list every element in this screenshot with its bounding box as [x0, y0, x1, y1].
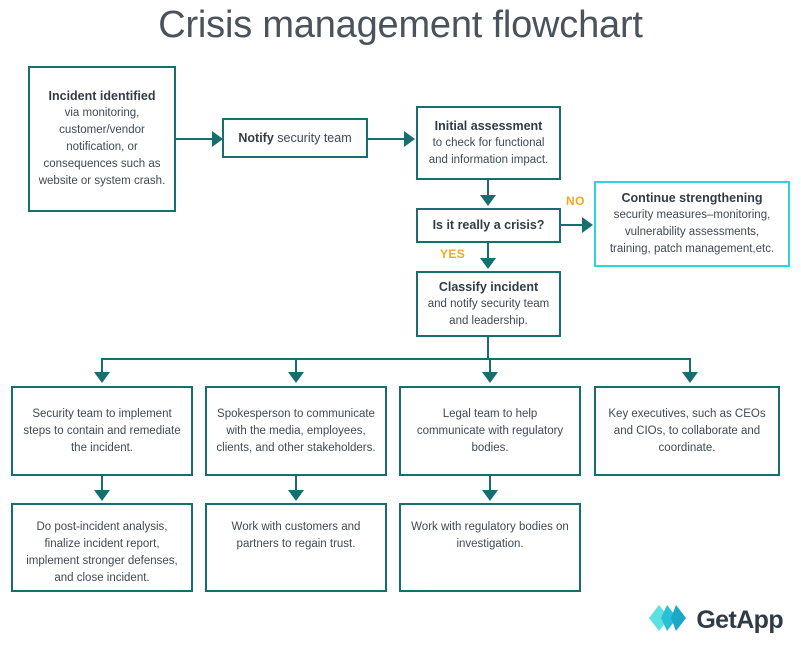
- node-row3-security-team[interactable]: Security team to implement steps to cont…: [11, 386, 193, 476]
- page-title: Crisis management flowchart: [158, 4, 643, 46]
- node-row3-security-team-label: Security team to implement steps to cont…: [23, 407, 181, 454]
- node-notify-security-team[interactable]: Notify security team: [222, 118, 368, 158]
- branch-label-yes: YES: [440, 247, 466, 261]
- node-incident-identified[interactable]: Incident identified via monitoring, cust…: [28, 66, 176, 212]
- connector-row3-to-row4-3: [489, 476, 491, 492]
- node-decision-is-it-really-a-crisis[interactable]: Is it really a crisis?: [416, 208, 561, 243]
- connector-assessment-to-decision: [487, 180, 489, 197]
- connector-decision-no: [561, 224, 584, 226]
- arrowhead-row3-to-row4-1-icon: [94, 490, 110, 501]
- node-row4-post-incident-analysis[interactable]: Do post-incident analysis, finalize inci…: [11, 503, 193, 592]
- branch-label-no: NO: [566, 194, 585, 208]
- node-incident-identified-heading: Incident identified: [48, 89, 156, 103]
- node-initial-assessment[interactable]: Initial assessment to check for function…: [416, 106, 561, 180]
- arrowhead-decision-yes-icon: [480, 258, 496, 269]
- node-initial-assessment-heading: Initial assessment: [434, 118, 543, 133]
- connector-bus-drop-4: [689, 358, 691, 374]
- arrowhead-bus-drop-4-icon: [682, 372, 698, 383]
- node-row4-regulatory-investigation[interactable]: Work with regulatory bodies on investiga…: [399, 503, 581, 592]
- node-incident-identified-body: via monitoring, customer/vendor notifica…: [38, 107, 166, 187]
- node-row3-legal-team[interactable]: Legal team to help communicate with regu…: [399, 386, 581, 476]
- node-notify-body: security team: [277, 130, 352, 145]
- node-row4-regain-trust[interactable]: Work with customers and partners to rega…: [205, 503, 387, 592]
- node-continue-strengthening-heading: Continue strengthening: [621, 191, 763, 205]
- node-row4-post-incident-analysis-label: Do post-incident analysis, finalize inci…: [26, 521, 178, 584]
- node-row4-regulatory-investigation-label: Work with regulatory bodies on investiga…: [411, 521, 569, 550]
- node-notify-heading: Notify: [238, 130, 274, 145]
- node-row4-regain-trust-label: Work with customers and partners to rega…: [231, 521, 361, 550]
- node-row3-key-executives[interactable]: Key executives, such as CEOs and CIOs, t…: [594, 386, 780, 476]
- node-classify-incident-body: and notify security team and leadership.: [427, 297, 550, 327]
- node-row3-legal-team-label: Legal team to help communicate with regu…: [416, 407, 564, 454]
- connector-notify-to-assessment: [368, 138, 406, 140]
- connector-decision-yes: [487, 243, 489, 260]
- node-classify-incident[interactable]: Classify incident and notify security te…: [416, 271, 561, 337]
- arrowhead-bus-drop-1-icon: [94, 372, 110, 383]
- arrowhead-bus-drop-3-icon: [482, 372, 498, 383]
- connector-distribution-bus: [101, 358, 691, 360]
- node-continue-strengthening[interactable]: Continue strengthening security measures…: [594, 181, 790, 267]
- connector-bus-drop-3: [489, 358, 491, 374]
- node-continue-strengthening-body: security measures–monitoring, vulnerabil…: [609, 209, 775, 255]
- node-classify-incident-heading: Classify incident: [438, 279, 539, 294]
- arrowhead-assessment-to-decision-icon: [480, 195, 496, 206]
- getapp-wordmark: GetApp: [696, 606, 783, 634]
- arrowhead-bus-drop-2-icon: [288, 372, 304, 383]
- getapp-logo: GetApp: [649, 605, 784, 636]
- connector-bus-drop-1: [101, 358, 103, 374]
- node-row3-spokesperson[interactable]: Spokesperson to communicate with the med…: [205, 386, 387, 476]
- arrowhead-notify-to-assessment-icon: [404, 131, 415, 147]
- connector-row3-to-row4-1: [101, 476, 103, 492]
- arrowhead-incident-to-notify-icon: [212, 131, 223, 147]
- getapp-chevron-diamond-icon: [649, 605, 689, 636]
- node-initial-assessment-body: to check for functional and information …: [428, 136, 549, 166]
- connector-row3-to-row4-2: [295, 476, 297, 492]
- arrowhead-row3-to-row4-3-icon: [482, 490, 498, 501]
- arrowhead-decision-no-icon: [582, 217, 593, 233]
- node-row3-key-executives-label: Key executives, such as CEOs and CIOs, t…: [608, 407, 766, 454]
- connector-bus-drop-2: [295, 358, 297, 374]
- arrowhead-row3-to-row4-2-icon: [288, 490, 304, 501]
- node-decision-label: Is it really a crisis?: [432, 218, 545, 232]
- connector-classify-stem: [487, 337, 489, 359]
- connector-incident-to-notify: [176, 138, 214, 140]
- node-row3-spokesperson-label: Spokesperson to communicate with the med…: [216, 407, 376, 454]
